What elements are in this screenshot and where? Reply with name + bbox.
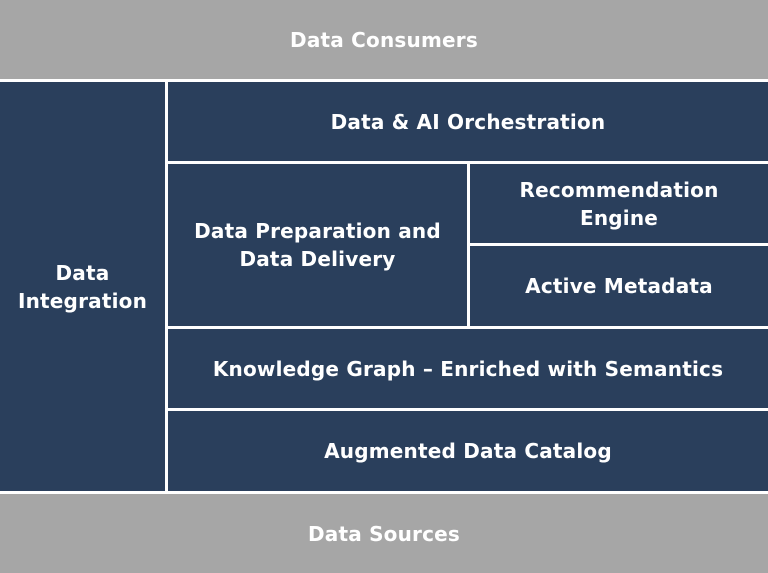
recommendation-engine-label: Recommendation Engine: [519, 177, 719, 230]
data-sources-layer: Data Sources: [0, 494, 768, 573]
knowledge-graph-label: Knowledge Graph – Enriched with Semantic…: [212, 356, 724, 381]
data-consumers-label: Data Consumers: [290, 27, 478, 52]
active-metadata-layer: Active Metadata: [470, 246, 768, 326]
orchestration-label: Data & AI Orchestration: [330, 109, 606, 134]
data-catalog-layer: Augmented Data Catalog: [168, 411, 768, 491]
data-integration-layer: Data Integration: [0, 82, 165, 491]
data-consumers-layer: Data Consumers: [0, 0, 768, 79]
data-sources-label: Data Sources: [307, 521, 461, 546]
orchestration-layer: Data & AI Orchestration: [168, 82, 768, 161]
data-integration-label: Data Integration: [17, 260, 148, 313]
knowledge-graph-layer: Knowledge Graph – Enriched with Semantic…: [168, 329, 768, 408]
data-preparation-label: Data Preparation and Data Delivery: [194, 219, 441, 271]
data-preparation-layer: Data Preparation and Data Delivery: [168, 164, 467, 326]
recommendation-engine-layer: Recommendation Engine: [470, 164, 768, 243]
active-metadata-label: Active Metadata: [525, 274, 713, 298]
data-catalog-label: Augmented Data Catalog: [324, 439, 612, 463]
